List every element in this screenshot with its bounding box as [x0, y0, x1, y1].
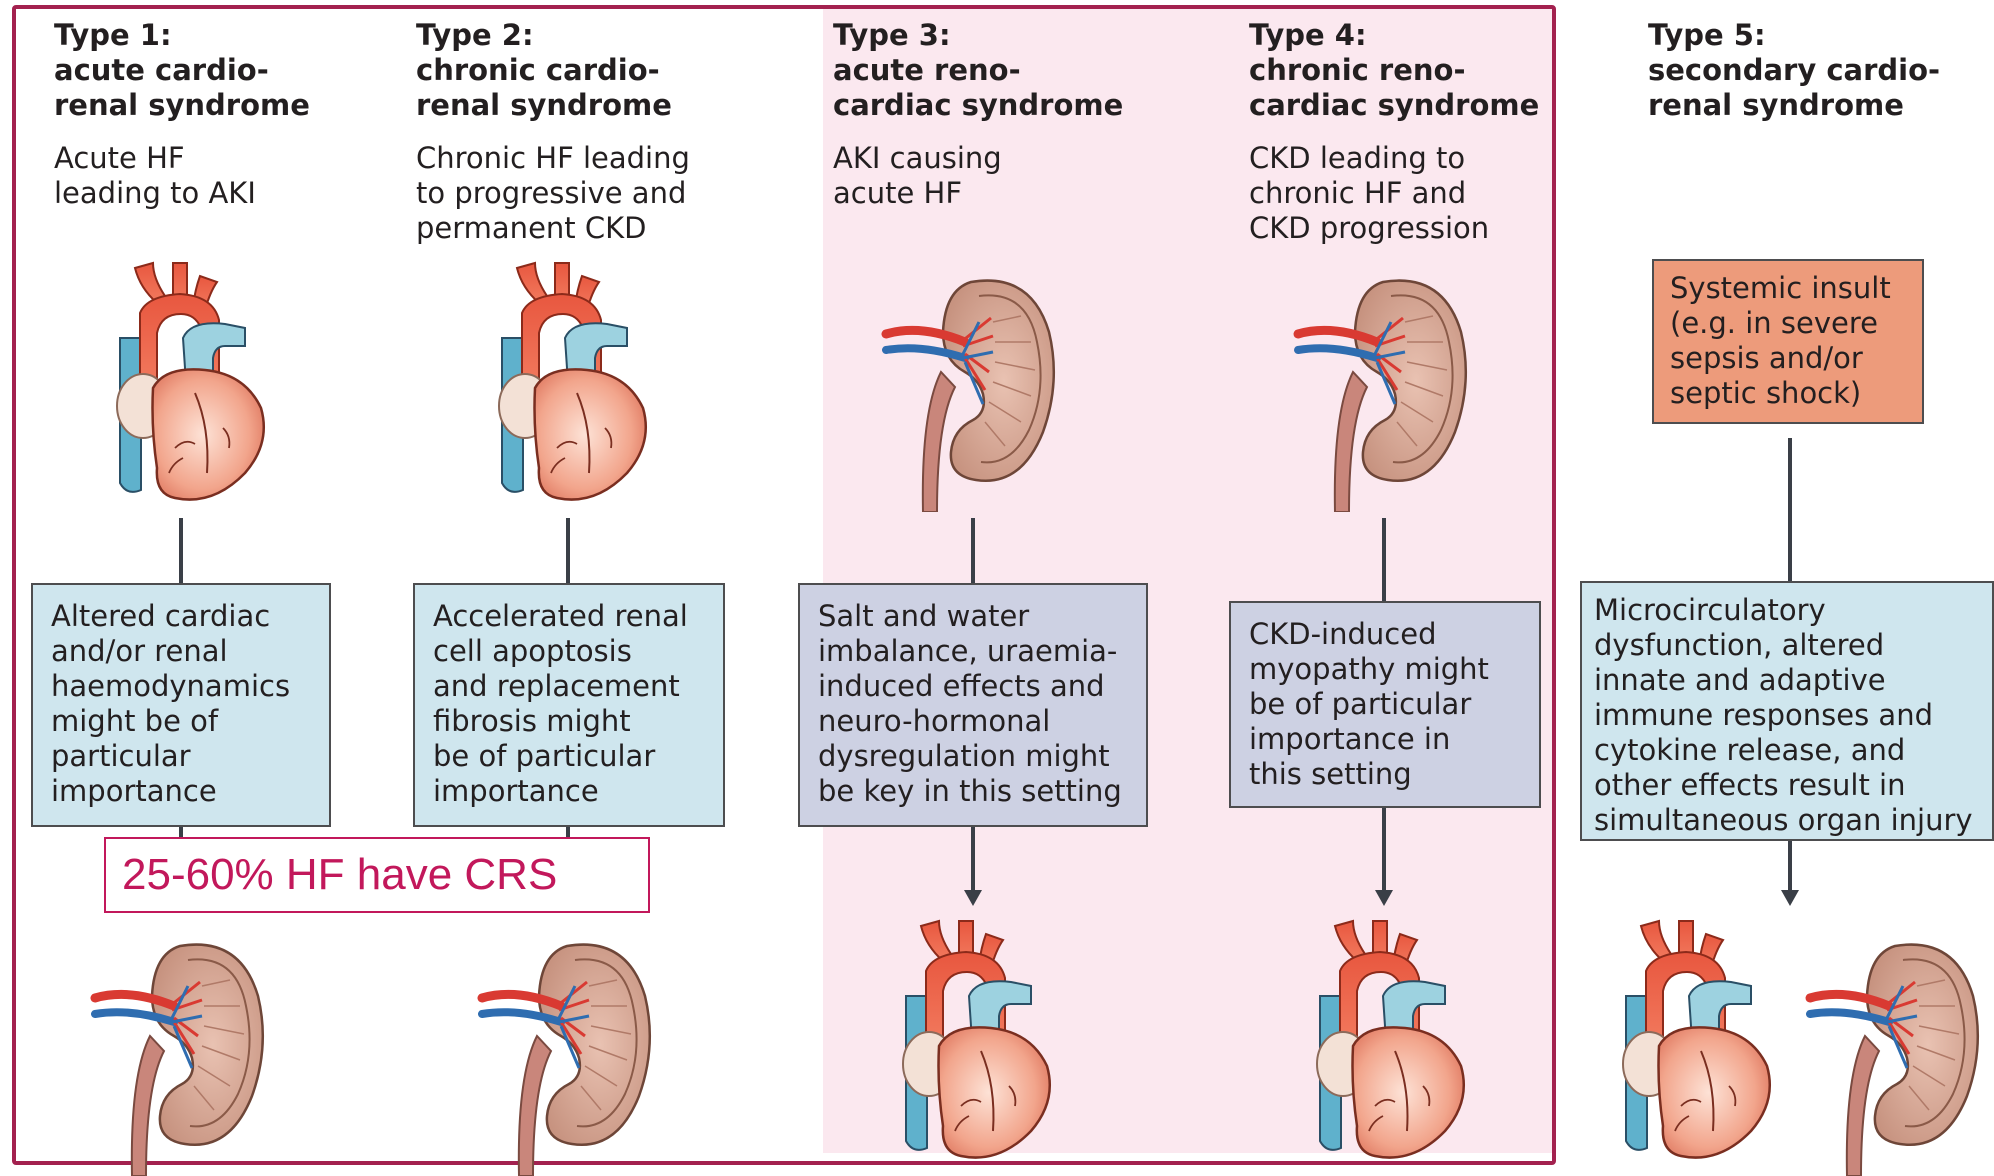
- type-2-mechanism-box: Accelerated renal cell apoptosis and rep…: [413, 583, 725, 827]
- kidney-icon: [876, 262, 1066, 512]
- kidney-icon: [472, 926, 662, 1176]
- kidney-icon: [1800, 926, 1990, 1176]
- type-4-title: Type 4: chronic reno- cardiac syndrome: [1249, 18, 1539, 123]
- heart-icon: [1596, 916, 1786, 1166]
- kidney-icon: [85, 926, 275, 1176]
- heart-icon: [472, 258, 662, 508]
- connector-line: [566, 518, 570, 584]
- type-1-mechanism-box: Altered cardiac and/or renal haemodynami…: [31, 583, 331, 827]
- connector-line: [179, 518, 183, 584]
- arrow-down-icon: [1375, 890, 1393, 906]
- type-1-title: Type 1: acute cardio- renal syndrome: [54, 18, 310, 123]
- connector-line: [971, 518, 975, 584]
- type-3-mechanism-box: Salt and water imbalance, uraemia- induc…: [798, 583, 1148, 827]
- type-1-description: Acute HF leading to AKI: [54, 141, 256, 211]
- type-2-title: Type 2: chronic cardio- renal syndrome: [416, 18, 672, 123]
- type-5-title: Type 5: secondary cardio- renal syndrome: [1648, 18, 1940, 123]
- type-5-insult-box: Systemic insult (e.g. in severe sepsis a…: [1652, 259, 1924, 424]
- heart-icon: [90, 258, 280, 508]
- hf-crs-callout: 25-60% HF have CRS: [104, 837, 650, 913]
- heart-icon: [876, 916, 1066, 1166]
- type-4-description: CKD leading to chronic HF and CKD progre…: [1249, 141, 1489, 246]
- connector-line: [1788, 438, 1792, 582]
- type-5-mechanism-box: Microcirculatory dysfunction, altered in…: [1580, 581, 1994, 841]
- type-3-title: Type 3: acute reno- cardiac syndrome: [833, 18, 1123, 123]
- heart-icon: [1290, 916, 1480, 1166]
- kidney-icon: [1288, 262, 1478, 512]
- arrow-down-icon: [1781, 890, 1799, 906]
- arrow-down-icon: [964, 890, 982, 906]
- type-4-mechanism-box: CKD-induced myopathy might be of particu…: [1229, 601, 1541, 808]
- connector-line: [971, 827, 975, 893]
- connector-line: [1382, 518, 1386, 602]
- type-3-description: AKI causing acute HF: [833, 141, 1002, 211]
- connector-line: [1382, 808, 1386, 893]
- connector-line: [1788, 841, 1792, 893]
- type-2-description: Chronic HF leading to progressive and pe…: [416, 141, 690, 246]
